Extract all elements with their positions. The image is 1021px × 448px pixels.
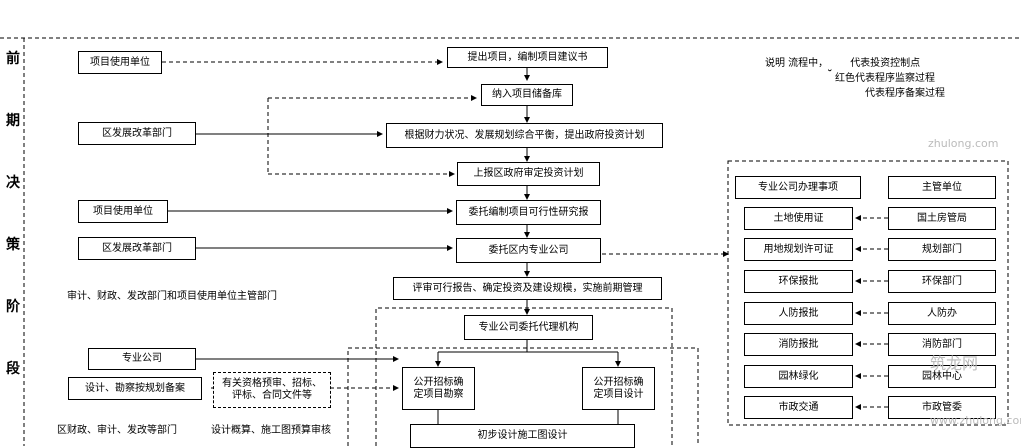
auth-land-bureau: 国土房管局 [888, 207, 996, 230]
item-planning-permit: 用地规划许可证 [744, 238, 853, 261]
step-tender-survey: 公开招标确 定项目勘察 [402, 367, 475, 410]
design-survey-filing: 设计、勘察按规划备案 [68, 377, 202, 400]
auth-civil-defense-office: 人防办 [888, 302, 996, 325]
dev-reform-dept-1: 区发展改革部门 [78, 122, 196, 145]
legend-line-1: 说明 流程中， 代表投资控制点 [765, 58, 920, 70]
auth-planning-dept: 规划部门 [888, 238, 996, 261]
project-user-unit-2: 项目使用单位 [78, 200, 168, 223]
watermark-logo: 筑龙网 [930, 354, 979, 373]
phase-char: 决 [6, 175, 20, 191]
step-agency: 专业公司委托代理机构 [464, 315, 593, 340]
legend-line-2: 红色代表程序监察过程 [835, 73, 935, 84]
qualification-docs: 有关资格预审、招标、 评标、合同文件等 [213, 372, 331, 408]
phase-char: 策 [6, 237, 20, 253]
right-header-authority: 主管单位 [888, 176, 996, 199]
design-budget-review-text: 设计概算、施工图预算审核 [211, 425, 331, 436]
auth-env-dept: 环保部门 [888, 270, 996, 293]
step-preliminary-design: 初步设计施工图设计 [410, 424, 635, 448]
auth-landscape-center: 园林中心 [888, 365, 996, 388]
item-civil-defense: 人防报批 [744, 302, 853, 325]
step-tender-design: 公开招标确 定项目设计 [582, 367, 655, 410]
auth-municipal-committee: 市政管委 [888, 396, 996, 419]
phase-char: 前 [6, 51, 20, 67]
watermark-top: zhulong.com [928, 137, 999, 150]
step-district-approval: 上报区政府审定投资计划 [457, 162, 600, 186]
item-fire-approval: 消防报批 [744, 333, 853, 356]
step-entrust-company: 委托区内专业公司 [456, 238, 601, 263]
professional-company: 专业公司 [88, 348, 196, 370]
dev-reform-dept-2: 区发展改革部门 [78, 237, 196, 260]
item-landscaping: 园林绿化 [744, 365, 853, 388]
step-investment-plan: 根据财力状况、发展规划综合平衡，提出政府投资计划 [386, 123, 663, 148]
item-env-approval: 环保报批 [744, 270, 853, 293]
legend-prefix: 说明 流程中， [765, 58, 829, 69]
step-review-report: 评审可行报告、确定投资及建设规模，实施前期管理 [393, 277, 662, 300]
phase-char: 期 [6, 113, 20, 129]
step-feasibility-study: 委托编制项目可行性研究报 [456, 200, 601, 225]
item-municipal-traffic: 市政交通 [744, 396, 853, 419]
watermark-url: www.zhulong.com [930, 414, 1021, 427]
item-land-use-cert: 土地使用证 [744, 207, 853, 230]
legend-wavy-mark [828, 58, 850, 70]
step-project-reserve: 纳入项目储备库 [481, 84, 573, 106]
step-propose-project: 提出项目，编制项目建议书 [447, 47, 608, 68]
auth-fire-dept: 消防部门 [888, 333, 996, 356]
legend-line-3: 代表程序备案过程 [865, 88, 945, 99]
finance-audit-depts-text: 区财政、审计、发改等部门 [57, 425, 177, 436]
legend-suffix: 代表投资控制点 [850, 58, 921, 69]
phase-char: 阶 [6, 299, 20, 315]
audit-depts-text: 审计、财政、发改部门和项目使用单位主管部门 [67, 291, 277, 302]
phase-char: 段 [6, 361, 20, 377]
project-user-unit-1: 项目使用单位 [78, 51, 162, 74]
right-header-matters: 专业公司办理事项 [735, 176, 861, 199]
